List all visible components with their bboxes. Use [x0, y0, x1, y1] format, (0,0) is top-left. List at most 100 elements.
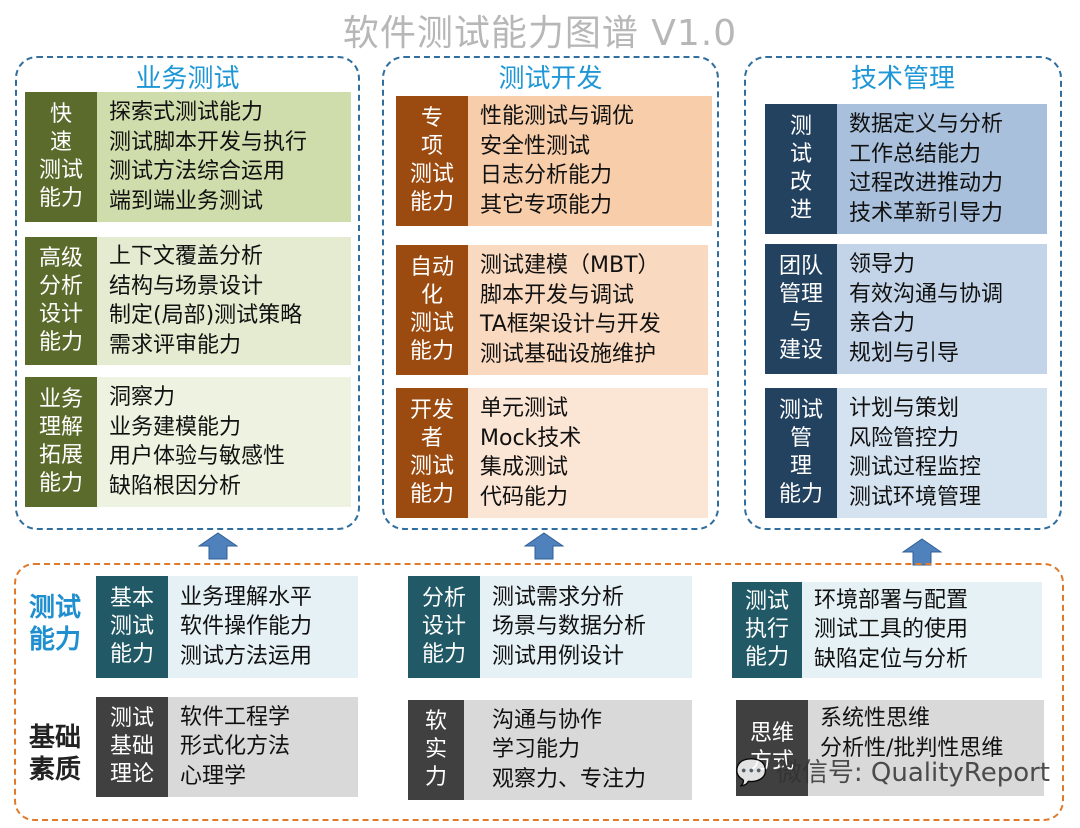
- block-label: 快 速 测试 能力: [25, 92, 97, 222]
- label-line: 能力: [109, 642, 154, 667]
- block-label: 专 项 测试 能力: [396, 96, 468, 226]
- block-test-improvement: 测 试 改 进 数据定义与分析 工作总结能力 过程改进推动力 技术革新引导力: [765, 104, 1047, 234]
- label-line: 测试: [38, 158, 83, 183]
- up-arrow-icon: [524, 532, 564, 560]
- watermark-text: 微信号: QualityReport: [775, 758, 1050, 788]
- block-items: 性能测试与调优 安全性测试 日志分析能力 其它专项能力: [468, 96, 712, 226]
- block-items: 数据定义与分析 工作总结能力 过程改进推动力 技术革新引导力: [837, 104, 1047, 234]
- label-line: 试: [789, 142, 812, 167]
- block-special-testing: 专 项 测试 能力 性能测试与调优 安全性测试 日志分析能力 其它专项能力: [396, 96, 712, 226]
- item: 数据定义与分析: [849, 112, 1004, 137]
- item: 业务理解水平: [180, 584, 313, 610]
- block-items: 测试建模（MBT） 脚本开发与调试 TA框架设计与开发 测试基础设施维护: [468, 245, 708, 375]
- item: 脚本开发与调试: [480, 282, 635, 308]
- block-items: 系统性思维 分析性/批判性思维: [808, 700, 1044, 796]
- block-label: 开发 者 测试 能力: [396, 388, 468, 518]
- block-analysis-design: 分析 设计 能力 测试需求分析 场景与数据分析 测试用例设计: [408, 576, 692, 678]
- item: 测试工具的使用: [814, 617, 969, 643]
- block-label: 自动 化 测试 能力: [396, 245, 468, 375]
- item: 技术革新引导力: [849, 200, 1004, 226]
- block-items: 洞察力 业务建模能力 用户体验与敏感性 缺陷根因分析: [97, 377, 351, 507]
- label-line: 自动: [409, 255, 454, 280]
- block-label: 基本 测试 能力: [96, 576, 168, 678]
- label-line: 者: [420, 426, 443, 451]
- foundation-area: [14, 563, 1064, 821]
- block-fast-testing: 快 速 测试 能力 探索式测试能力 测试脚本开发与执行 测试方法综合运用 端到端…: [25, 92, 351, 222]
- label-line: 能力: [409, 190, 454, 215]
- label-line: 能力: [409, 339, 454, 364]
- item: 性能测试与调优: [480, 104, 635, 129]
- label-line: 开发: [409, 398, 454, 423]
- label-line: 实: [424, 737, 447, 762]
- panel-title: 业务测试: [135, 64, 240, 94]
- label-line: 测试: [28, 593, 81, 623]
- label-line: 测试: [409, 454, 454, 479]
- label-line: 测试: [109, 614, 154, 639]
- label-line: 分析: [38, 274, 83, 299]
- block-items: 上下文覆盖分析 结构与场景设计 制定(局部)测试策略 需求评审能力: [97, 237, 351, 365]
- label-line: 思维: [749, 721, 794, 746]
- block-soft-skills: 软 实 力 沟通与协作 学习能力 观察力、专注力: [408, 700, 692, 800]
- item: 测试方法运用: [180, 643, 313, 669]
- page-title: 软件测试能力图谱 V1.0: [342, 13, 738, 54]
- item: 测试需求分析: [492, 584, 625, 610]
- item: 测试脚本开发与执行: [109, 129, 308, 155]
- label-line: 基础: [109, 734, 154, 759]
- label-line: 测试: [744, 589, 789, 614]
- label-line: 能力: [38, 471, 83, 496]
- block-developer-testing: 开发 者 测试 能力 单元测试 Mock技术 集成测试 代码能力: [396, 388, 708, 518]
- label-line: 管: [789, 426, 812, 451]
- item: 测试基础设施维护: [480, 341, 657, 367]
- block-basic-test-ability: 基本 测试 能力 业务理解水平 软件操作能力 测试方法运用: [96, 576, 358, 678]
- label-line: 执行: [744, 617, 789, 642]
- label-line: 项: [420, 134, 443, 159]
- block-thinking-mode: 思维 方式 系统性思维 分析性/批判性思维: [736, 700, 1044, 796]
- item: 用户体验与敏感性: [109, 444, 286, 469]
- label-line: 化: [420, 283, 443, 308]
- item: 安全性测试: [480, 133, 591, 159]
- item: 缺陷定位与分析: [814, 646, 969, 672]
- label-line: 理解: [38, 415, 83, 440]
- label-line: 与: [789, 310, 812, 335]
- item: 亲合力: [849, 311, 916, 336]
- block-items: 探索式测试能力 测试脚本开发与执行 测试方法综合运用 端到端业务测试: [97, 92, 351, 222]
- item: 软件操作能力: [180, 614, 313, 640]
- block-items: 沟通与协作 学习能力 观察力、专注力: [464, 700, 692, 800]
- label-line: 建设: [778, 338, 823, 363]
- item: 心理学: [180, 763, 247, 789]
- label-line: 测试: [778, 398, 823, 423]
- item: 测试建模（MBT）: [480, 253, 660, 278]
- wechat-watermark: 💬 微信号: QualityReport: [735, 752, 1050, 789]
- label-line: 力: [424, 765, 447, 790]
- block-items: 测试需求分析 场景与数据分析 测试用例设计: [480, 576, 692, 678]
- item: 系统性思维: [820, 706, 931, 731]
- label-line: 拓展: [38, 443, 83, 468]
- item: 软件工程学: [180, 704, 291, 730]
- label-line: 能力: [409, 482, 454, 507]
- item: 形式化方法: [180, 734, 291, 760]
- item: 沟通与协作: [492, 707, 603, 733]
- block-label: 测试 基础 理论: [96, 697, 168, 797]
- wechat-icon: 💬: [735, 758, 768, 788]
- label-line: 进: [789, 198, 812, 223]
- label-line: 理: [789, 454, 812, 479]
- block-items: 环境部署与配置 测试工具的使用 缺陷定位与分析: [802, 582, 1042, 678]
- item: 领导力: [849, 252, 916, 277]
- block-advanced-analysis: 高级 分析 设计 能力 上下文覆盖分析 结构与场景设计 制定(局部)测试策略 需…: [25, 237, 351, 365]
- block-test-management: 测试 管 理 能力 计划与策划 风险管控力 测试过程监控 测试环境管理: [765, 388, 1047, 518]
- item: 环境部署与配置: [814, 587, 969, 613]
- label-line: 设计: [38, 302, 83, 327]
- item: 洞察力: [109, 385, 176, 410]
- item: 业务建模能力: [109, 414, 242, 440]
- block-label: 测试 管 理 能力: [765, 388, 837, 518]
- label-line: 能力: [38, 186, 83, 211]
- block-label: 业务 理解 拓展 能力: [25, 377, 97, 507]
- label-line: 高级: [38, 246, 83, 271]
- block-items: 软件工程学 形式化方法 心理学: [168, 697, 358, 797]
- item: 上下文覆盖分析: [109, 244, 264, 269]
- item: 计划与策划: [849, 396, 960, 421]
- block-label: 软 实 力: [408, 700, 464, 800]
- label-line: 业务: [38, 387, 83, 412]
- block-label: 测试 执行 能力: [732, 582, 802, 678]
- label-line: 测: [789, 114, 812, 139]
